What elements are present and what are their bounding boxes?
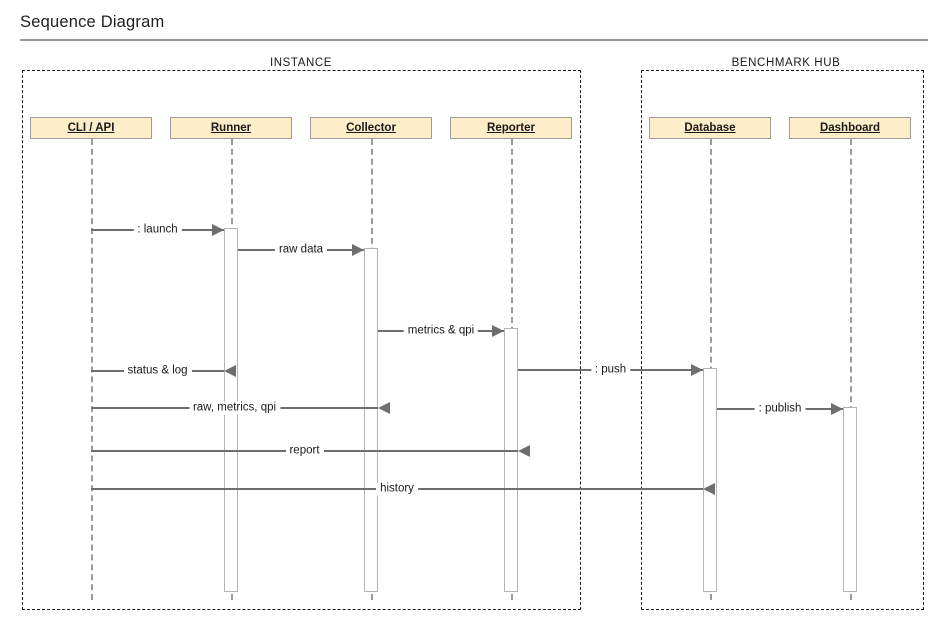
activation-collector xyxy=(364,248,378,592)
activation-dashboard xyxy=(843,407,857,592)
participant-label-database: Database xyxy=(684,122,736,134)
participant-box-collector[interactable]: Collector xyxy=(310,117,432,139)
participant-label-reporter: Reporter xyxy=(487,122,535,134)
lifeline-cli-api xyxy=(91,139,93,600)
participant-label-collector: Collector xyxy=(346,122,396,134)
lifeline-dashboard xyxy=(850,139,852,600)
message-status-log-label: status & log xyxy=(123,364,192,378)
message-raw-data-arrowhead xyxy=(352,243,364,256)
title-divider xyxy=(20,39,928,41)
message-publish-label: : publish xyxy=(754,402,806,416)
message-report-arrowhead xyxy=(518,444,530,457)
participant-label-runner: Runner xyxy=(210,122,252,134)
message-push-label: : push xyxy=(590,363,631,377)
participant-box-reporter[interactable]: Reporter xyxy=(450,117,572,139)
message-metrics-qpi-label: metrics & qpi xyxy=(403,324,479,338)
message-publish-arrowhead xyxy=(831,402,843,415)
frame-label-benchmark-hub: BENCHMARK HUB xyxy=(731,57,841,69)
participant-label-cli-api: CLI / API xyxy=(67,122,115,134)
participant-box-dashboard[interactable]: Dashboard xyxy=(789,117,911,139)
frame-benchmark-hub xyxy=(641,70,924,610)
participant-label-dashboard: Dashboard xyxy=(819,122,881,134)
message-launch-arrowhead xyxy=(212,223,224,236)
participant-box-database[interactable]: Database xyxy=(649,117,771,139)
message-push-arrowhead xyxy=(691,363,703,376)
message-status-log-arrowhead xyxy=(224,364,236,377)
activation-database xyxy=(703,368,717,592)
message-metrics-qpi-arrowhead xyxy=(492,324,504,337)
participant-box-runner[interactable]: Runner xyxy=(170,117,292,139)
message-launch-label: : launch xyxy=(133,223,182,237)
message-report-label: report xyxy=(285,444,324,458)
frame-instance xyxy=(22,70,581,610)
message-raw-metrics-qpi-label: raw, metrics, qpi xyxy=(188,401,281,415)
frame-label-instance: INSTANCE xyxy=(269,57,333,69)
message-raw-data-label: raw data xyxy=(274,243,328,257)
message-raw-metrics-qpi-arrowhead xyxy=(378,401,390,414)
participant-box-cli-api[interactable]: CLI / API xyxy=(30,117,152,139)
message-history-label: history xyxy=(376,482,418,496)
activation-reporter xyxy=(504,328,518,592)
page-title: Sequence Diagram xyxy=(20,13,165,31)
message-history-arrowhead xyxy=(703,482,715,495)
